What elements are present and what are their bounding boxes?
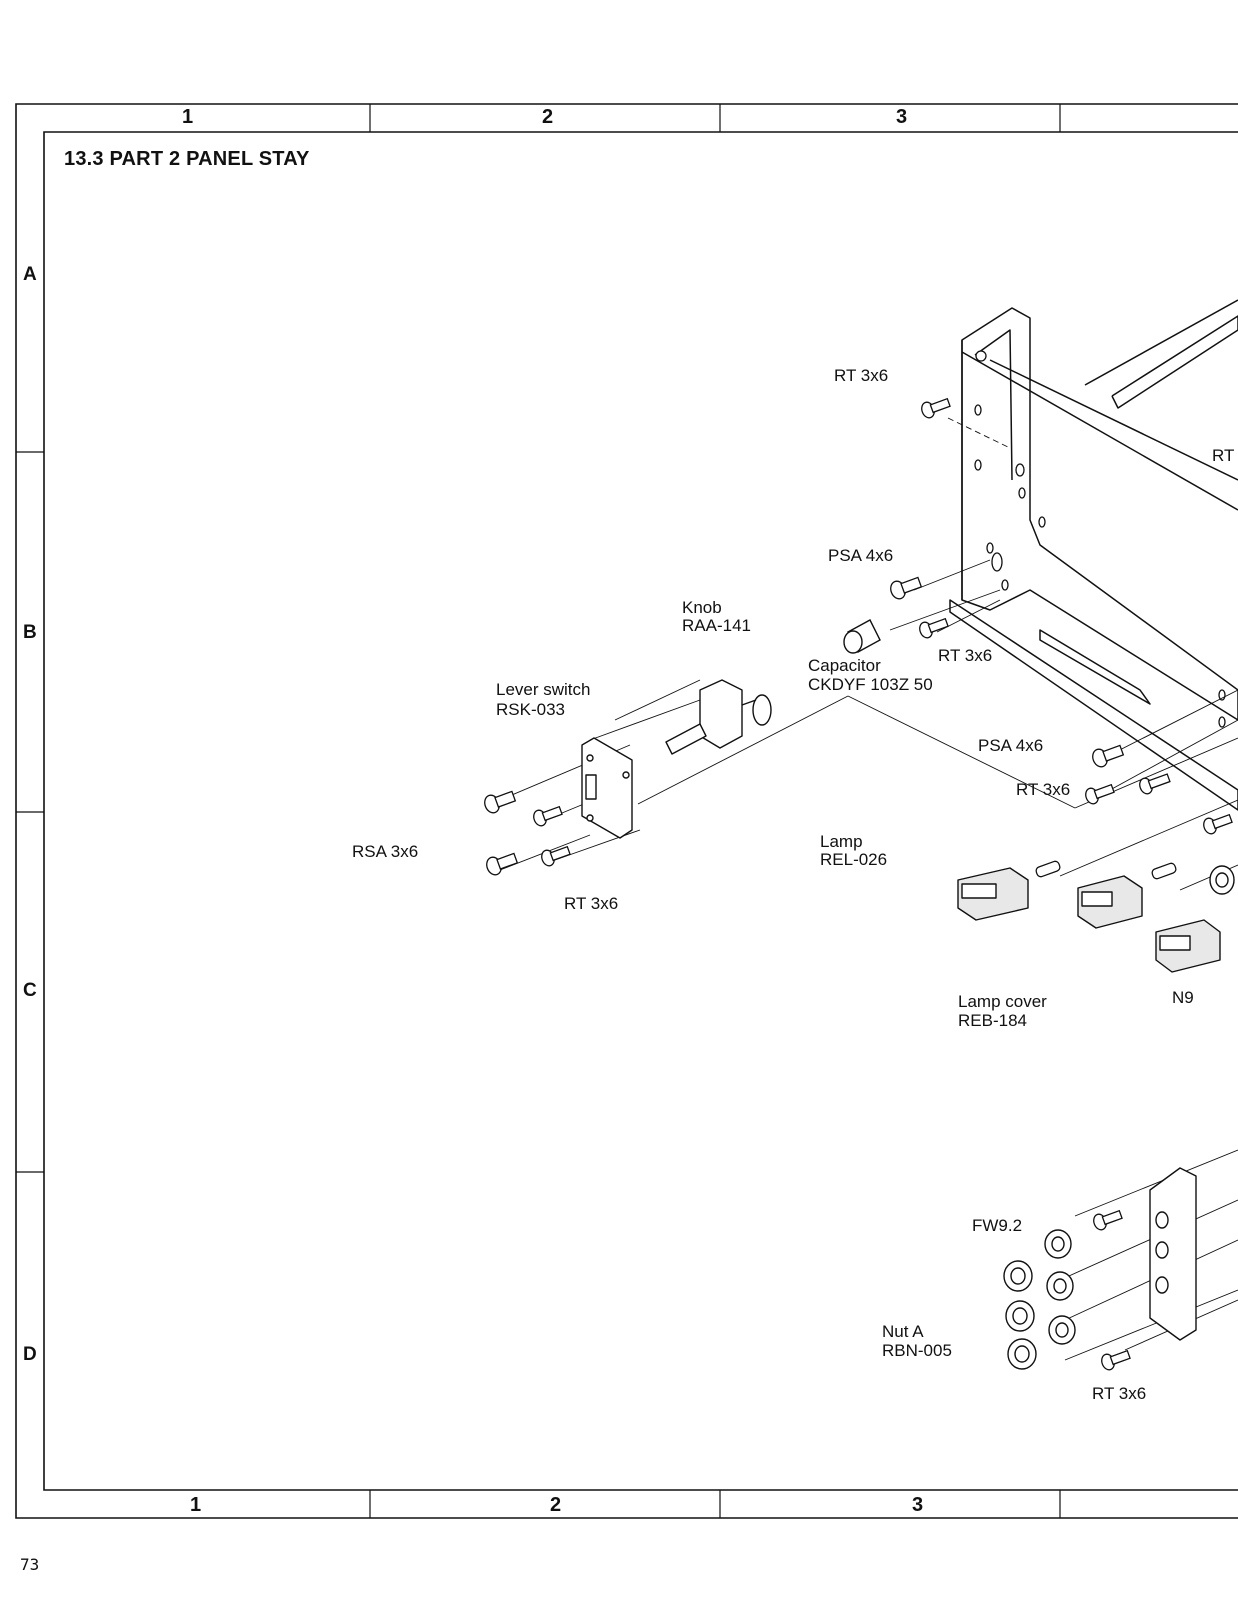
grid-row-D: D [23,1344,37,1365]
label-psa-1: PSA 4x6 [828,546,894,565]
label-n9: N9 [1172,988,1194,1007]
label-rt-bottom: RT 3x6 [1092,1384,1147,1403]
label-lamp-cover-code: REB-184 [958,1011,1027,1030]
leader-lines [499,417,1238,1361]
grid-row-B: B [23,622,37,643]
label-rt-lever: RT 3x6 [564,894,619,913]
lever-switch-shape [665,679,772,755]
frame-holes [974,350,1226,728]
label-rt-right: RT [1212,446,1235,465]
capacitor-shape [843,619,881,654]
label-capacitor-code: CKDYF 103Z 50 [808,675,933,694]
label-lever-code: RSK-033 [496,700,565,719]
grid-col-bottom-1: 1 [190,1494,202,1516]
grid-row-C: C [23,980,37,1001]
label-nut-name: Nut A [882,1322,924,1341]
lever-bracket-shape [581,737,633,839]
label-lamp-code: REL-026 [820,850,888,869]
label-rt-lamp: RT 3x6 [1016,780,1071,799]
panel-stay-frame [949,299,1238,811]
label-lamp-cover-name: Lamp cover [958,992,1047,1011]
lamp-cover-shapes [957,867,1221,973]
label-knob-code: RAA-141 [682,616,751,635]
label-capacitor-name: Capacitor [808,656,881,675]
lamp-shapes [1035,860,1177,880]
grid-col-top-2: 2 [542,106,554,128]
label-knob-name: Knob [682,598,722,617]
label-lever-name: Lever switch [496,680,591,699]
outer-frame [15,103,1238,1519]
label-fw: FW9.2 [972,1216,1023,1235]
grid-col-bottom-2: 2 [550,1494,562,1516]
washers-nuts [1003,1229,1076,1370]
grid-row-A: A [23,264,37,285]
label-nut-code: RBN-005 [882,1341,952,1360]
label-lamp-name: Lamp [820,832,863,851]
label-psa-2: PSA 4x6 [978,736,1044,755]
page-number: 73 [20,1555,40,1574]
grid-col-top-1: 1 [182,106,194,128]
label-rsa: RSA 3x6 [352,842,419,861]
page-title: 13.3 PART 2 PANEL STAY [64,148,310,170]
label-rt-mid: RT 3x6 [938,646,993,665]
lower-bracket-shape [1149,1167,1197,1341]
label-rt-top: RT 3x6 [834,366,889,385]
grid-col-top-3: 3 [896,106,908,128]
screws [484,397,1233,1371]
grid-col-bottom-3: 3 [912,1494,924,1516]
inner-frame [43,131,1238,1491]
